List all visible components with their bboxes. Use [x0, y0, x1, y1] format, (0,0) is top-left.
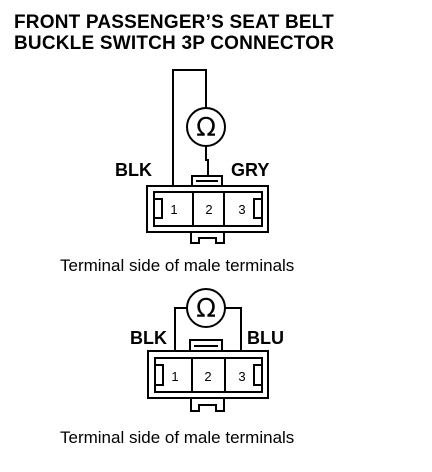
wire-color-left: BLK	[130, 328, 167, 348]
terminal-1: 1	[170, 202, 177, 217]
wire-color-right: BLU	[247, 328, 284, 348]
terminal-2: 2	[205, 202, 212, 217]
connector-housing	[147, 350, 269, 399]
connector-bottom-latch	[190, 232, 225, 244]
title-line-1: FRONT PASSENGER’S SEAT BELT	[14, 12, 334, 33]
terminal-3: 3	[238, 202, 245, 217]
ohmmeter-icon: Ω	[186, 288, 226, 328]
diagram-1: Ω	[146, 69, 269, 244]
terminal-1: 1	[171, 369, 178, 384]
ohmmeter-icon: Ω	[186, 107, 226, 147]
wire-color-left: BLK	[115, 160, 152, 180]
connector-housing	[146, 185, 269, 233]
terminal-3: 3	[238, 369, 245, 384]
ohm-symbol: Ω	[196, 113, 216, 143]
ohm-symbol: Ω	[196, 294, 216, 324]
probe-wire-left	[172, 69, 207, 188]
diagram-title: FRONT PASSENGER’S SEAT BELT BUCKLE SWITC…	[14, 12, 334, 54]
caption-diagram-2: Terminal side of male terminals	[60, 428, 295, 447]
connector-bottom-latch	[190, 398, 225, 412]
caption-diagram-1: Terminal side of male terminals	[60, 256, 295, 275]
wire-color-right: GRY	[231, 160, 269, 180]
diagram-2: Ω	[147, 288, 269, 412]
terminal-2: 2	[204, 369, 211, 384]
title-line-2: BUCKLE SWITCH 3P CONNECTOR	[14, 33, 335, 54]
